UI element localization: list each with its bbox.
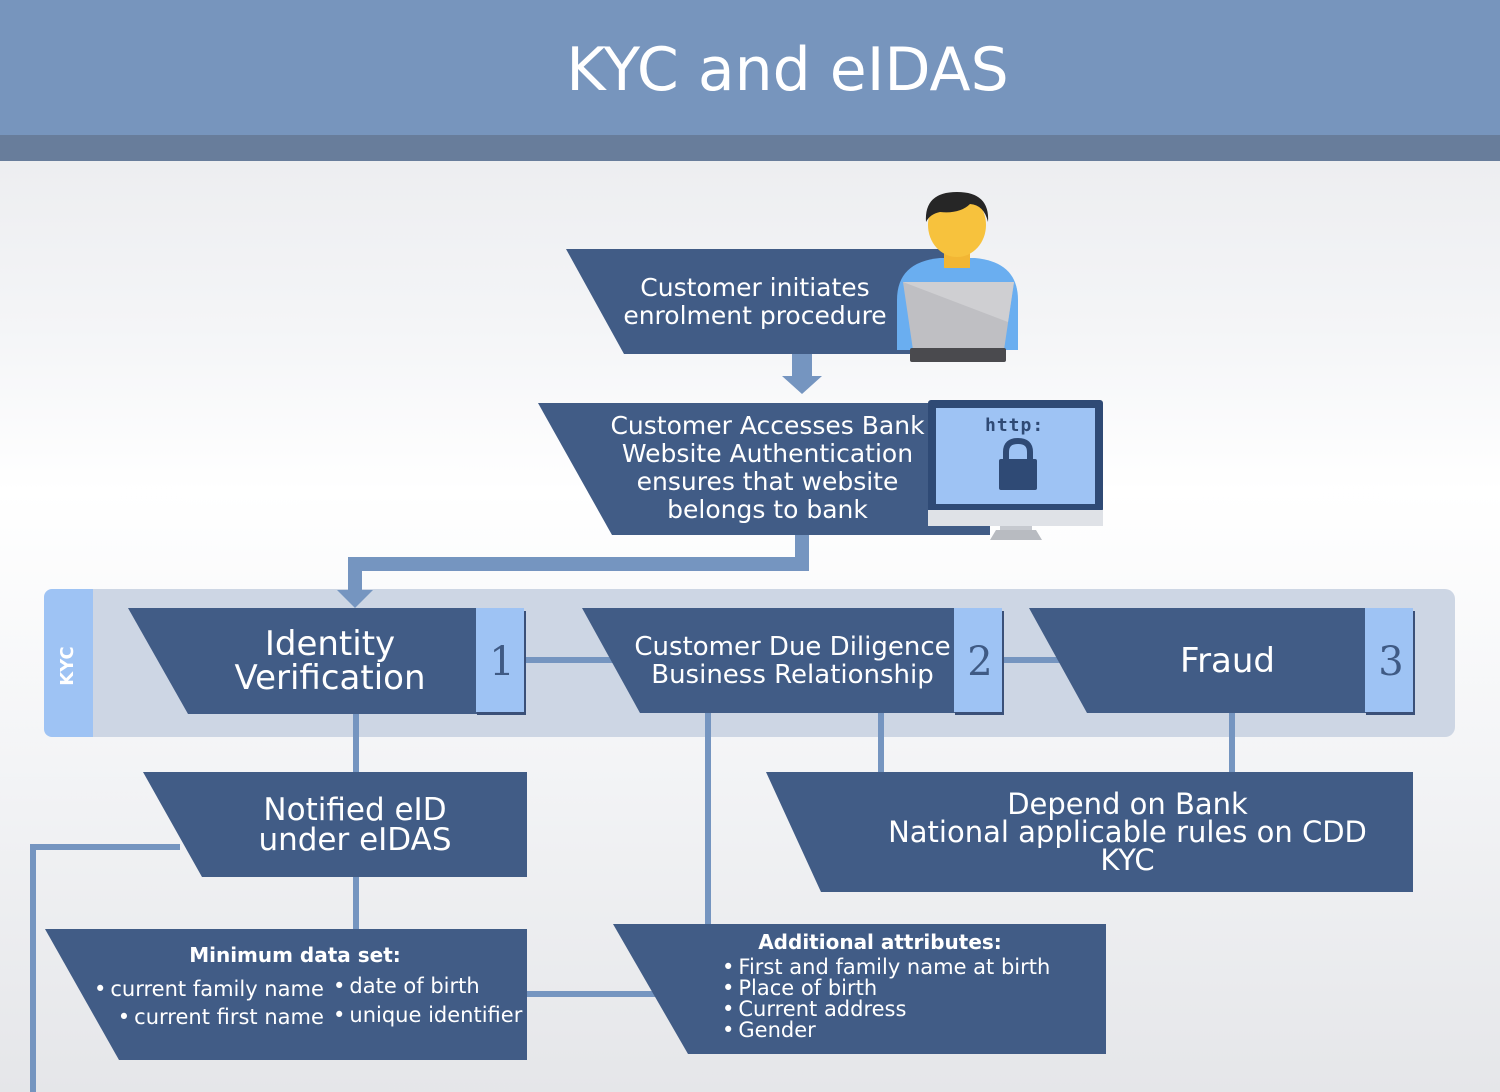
page-title: KYC and eIDAS [566,35,1009,105]
pillar-number-1: 1 [489,639,515,685]
minimum-data-set-left-list: current family name current first name [94,975,324,1031]
list-item: Gender [722,1020,1050,1041]
arrow-down-1 [782,354,822,394]
kyc-band-label: KYC [57,646,78,686]
connectors [348,535,809,592]
box-identity-verification [128,608,483,714]
arrow-down-2 [337,590,373,608]
http-text: http: [985,415,1045,436]
identity-verification-label: Identity Verification [234,624,426,698]
fraud-label: Fraud [1179,641,1276,681]
badge-1 [476,608,524,712]
box-customer-due-diligence [582,608,958,713]
customer-initiates-label: Customer initiates enrolment procedure [623,273,887,330]
badge-2 [954,608,1002,712]
connector-access-to-identity [348,535,809,592]
customer-accesses-label: Customer Accesses Bank Website Authentic… [610,411,925,524]
padlock-icon [999,437,1037,490]
box-notified-eid [143,772,527,877]
list-item: Current address [722,999,1050,1020]
additional-attributes-heading: Additional attributes: [758,930,1002,954]
connector-eid-left-branch [30,844,180,1092]
person-with-laptop-icon [897,192,1018,362]
box-fraud [1029,608,1370,713]
box-depend-on-bank [766,772,1413,892]
customer-due-diligence-label: Customer Due Diligence Business Relation… [634,632,951,690]
box-customer-accesses [538,403,990,535]
list-item: date of birth [333,972,522,1001]
list-item: First and family name at birth [722,957,1050,978]
kyc-band-tab-fill [80,589,93,737]
monitor-icon [928,400,1103,540]
minimum-data-set-heading: Minimum data set: [189,943,401,967]
pillar-number-2: 2 [967,639,993,685]
badge-3 [1365,608,1413,712]
list-item: Place of birth [722,978,1050,999]
thin-connectors [30,657,1235,1092]
list-item: current family name [94,975,323,1003]
notified-eid-label: Notified eID under eIDAS [258,792,452,858]
minimum-data-set-right-list: date of birth unique identifier [333,972,522,1030]
list-item: current first name [106,1003,324,1031]
list-item: unique identifier [333,1001,522,1030]
depend-on-bank-label: Depend on Bank National applicable rules… [888,787,1367,877]
additional-attributes-list: First and family name at birth Place of … [722,957,1050,1041]
pillar-number-3: 3 [1378,639,1404,685]
header-strip [0,135,1500,161]
header-banner [0,0,1500,135]
box-customer-initiates [566,249,945,354]
